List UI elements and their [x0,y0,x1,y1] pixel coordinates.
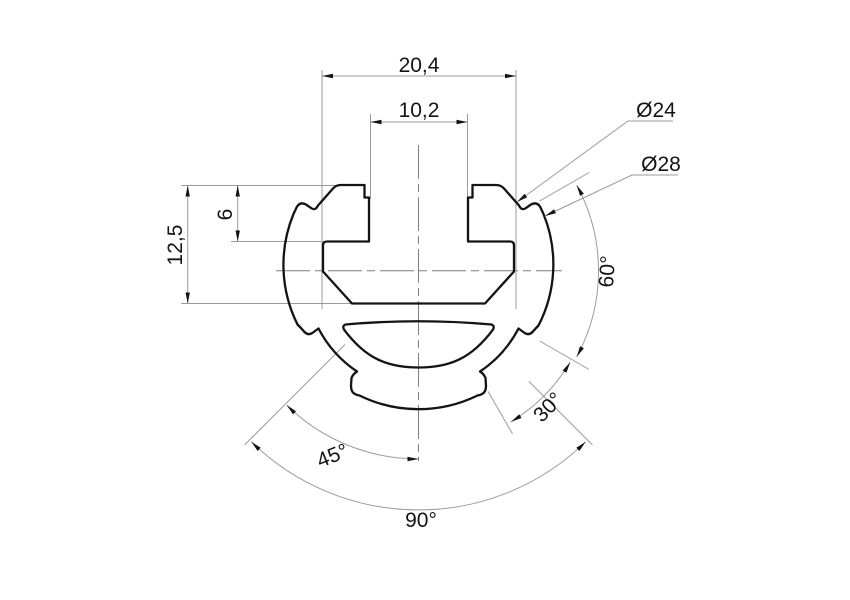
dim-label-12-5: 12,5 [164,225,187,266]
arrowhead [370,119,382,125]
arrowhead [576,346,584,357]
angle-label-90: 90° [405,509,437,532]
angle-rays [244,172,593,446]
arrowhead [545,209,556,216]
arrowhead [456,119,468,125]
ray-lower-left-45 [244,344,346,446]
angle-dimension-30: 30° [510,361,571,427]
dimension-20-4: 20,4 [322,54,516,79]
angle-arc-90 [250,441,587,511]
dimension-6: 6 [214,185,240,242]
ray-lower-right-30 [539,340,590,370]
leader-dia-28: Ø28 [544,153,681,217]
angle-label-60: 60° [595,255,620,288]
leader-line-dia-28 [544,174,678,217]
dim-label-dia-24: Ø24 [636,99,676,122]
arrowhead [322,73,333,79]
arrowhead [251,441,261,451]
angle-arc-60 [576,184,599,358]
profile [282,183,555,411]
angle-arc-45 [286,404,419,460]
dimension-12-5: 12,5 [164,185,190,304]
dim-label-6: 6 [214,209,237,221]
arrowhead [185,292,190,304]
dim-label-dia-28: Ø28 [641,153,681,176]
arrowhead [235,230,240,242]
dimension-10-2: 10,2 [370,99,468,125]
arrowhead [505,73,516,79]
angle-dimension-90: 90° [250,441,587,532]
arrowhead [562,362,571,373]
profile-outline [282,183,555,411]
angle-label-30: 30° [529,388,568,427]
arrowhead [517,193,528,202]
extension-lines [181,70,517,309]
arrowhead [185,185,190,197]
arrowhead [286,405,296,415]
dim-label-10-2: 10,2 [399,99,440,122]
ray-lower-right-45 [528,380,593,446]
ray-lower-right-60 [487,391,513,435]
crescent-cutout [342,320,495,369]
angle-dimension-60: 60° [576,184,620,358]
angle-dimension-45: 45° [286,404,419,473]
arrowhead [576,441,586,451]
leader-line-dia-24 [516,120,673,203]
arrowhead [235,185,240,197]
arrowhead [511,414,522,422]
arrowhead [407,456,419,462]
leader-dia-24: Ø24 [516,99,676,203]
ray-upper-right-30 [539,172,590,202]
arrowhead [576,185,584,196]
dim-label-20-4: 20,4 [399,54,440,77]
